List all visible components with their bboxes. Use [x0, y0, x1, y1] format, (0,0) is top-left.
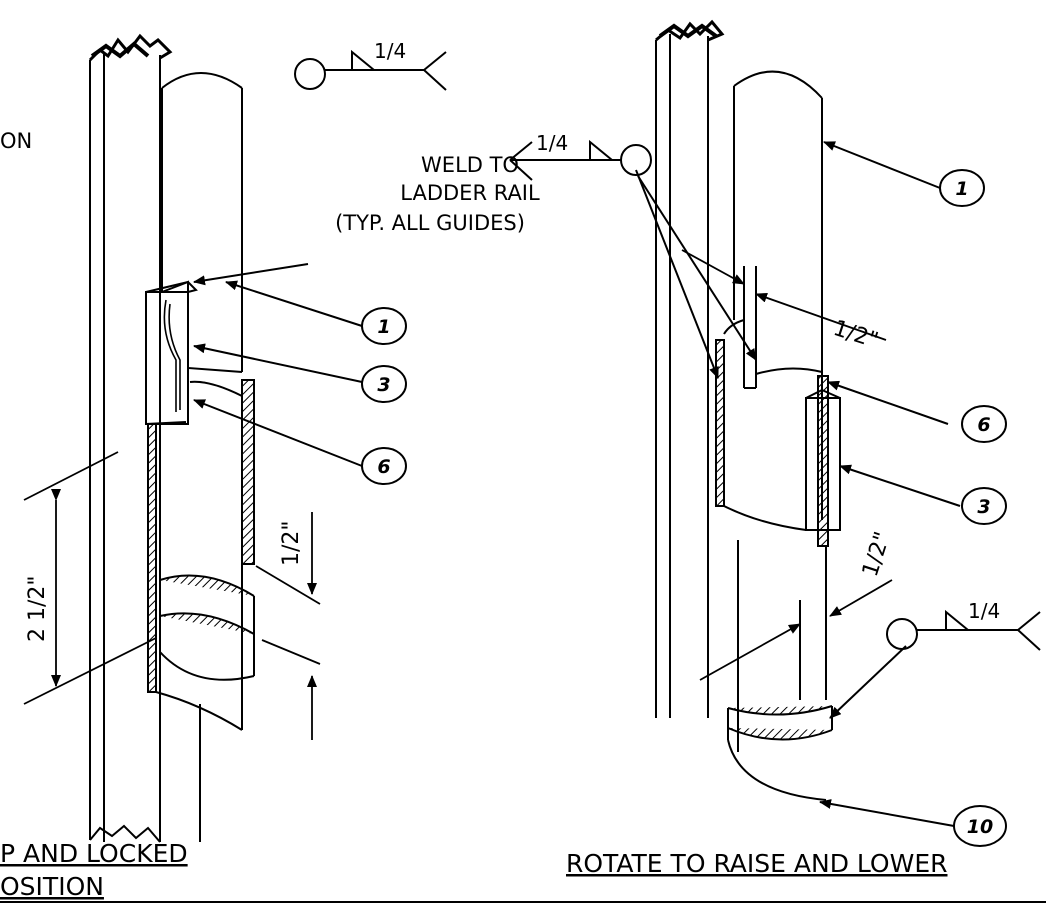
weld-size-center: 1/4 — [536, 131, 568, 155]
right-sleeve — [715, 319, 829, 547]
right-ladder-rail — [655, 19, 725, 718]
note-cropped-on: ON — [0, 129, 32, 153]
right-dimensions — [681, 249, 893, 681]
left-tags — [361, 307, 407, 485]
tag-right-1: 1 — [955, 178, 968, 200]
right-leaders — [635, 141, 961, 827]
left-guide-block — [145, 280, 198, 425]
right-weld-symbol — [886, 609, 1041, 651]
left-ladder-rail — [88, 33, 173, 843]
tag-left-1: 1 — [377, 316, 390, 338]
tag-right-6: 6 — [977, 414, 990, 436]
drawing-text: ON WELD TO LADDER RAIL (TYP. ALL GUIDES)… — [0, 39, 1000, 901]
note-weld-to-line1: WELD TO — [421, 153, 519, 177]
left-lower-rung — [159, 574, 255, 842]
tag-left-6: 6 — [377, 456, 390, 478]
dim-right-gap: 1/2" — [858, 529, 896, 580]
left-view — [23, 33, 447, 843]
left-leaders — [193, 263, 363, 467]
center-weld-symbol — [509, 139, 652, 181]
weld-size-left: 1/4 — [374, 39, 406, 63]
dim-right-slot: 1/2" — [830, 316, 881, 354]
right-view — [509, 19, 1041, 847]
dim-overall: 2 1/2" — [25, 575, 50, 642]
title-left-line2: OSITION — [0, 872, 104, 901]
left-upper-rung — [161, 72, 243, 373]
tag-right-10: 10 — [967, 816, 993, 838]
note-weld-to-line2: LADDER RAIL — [400, 181, 540, 205]
left-weld-symbol — [294, 49, 447, 91]
dim-left-gap: 1/2" — [279, 520, 304, 566]
right-upper-rung — [733, 70, 823, 520]
left-sleeve — [147, 379, 255, 731]
left-dimensions — [23, 451, 321, 740]
title-right: ROTATE TO RAISE AND LOWER — [566, 849, 948, 878]
right-guide-block — [805, 389, 841, 531]
right-lower-rung — [727, 540, 833, 801]
title-left-line1: P AND LOCKED — [0, 839, 188, 868]
tag-left-3: 3 — [377, 374, 390, 396]
weld-size-right: 1/4 — [968, 599, 1000, 623]
tag-right-3: 3 — [977, 496, 990, 518]
note-weld-to-line3: (TYP. ALL GUIDES) — [335, 211, 525, 235]
right-tags — [939, 169, 1007, 847]
